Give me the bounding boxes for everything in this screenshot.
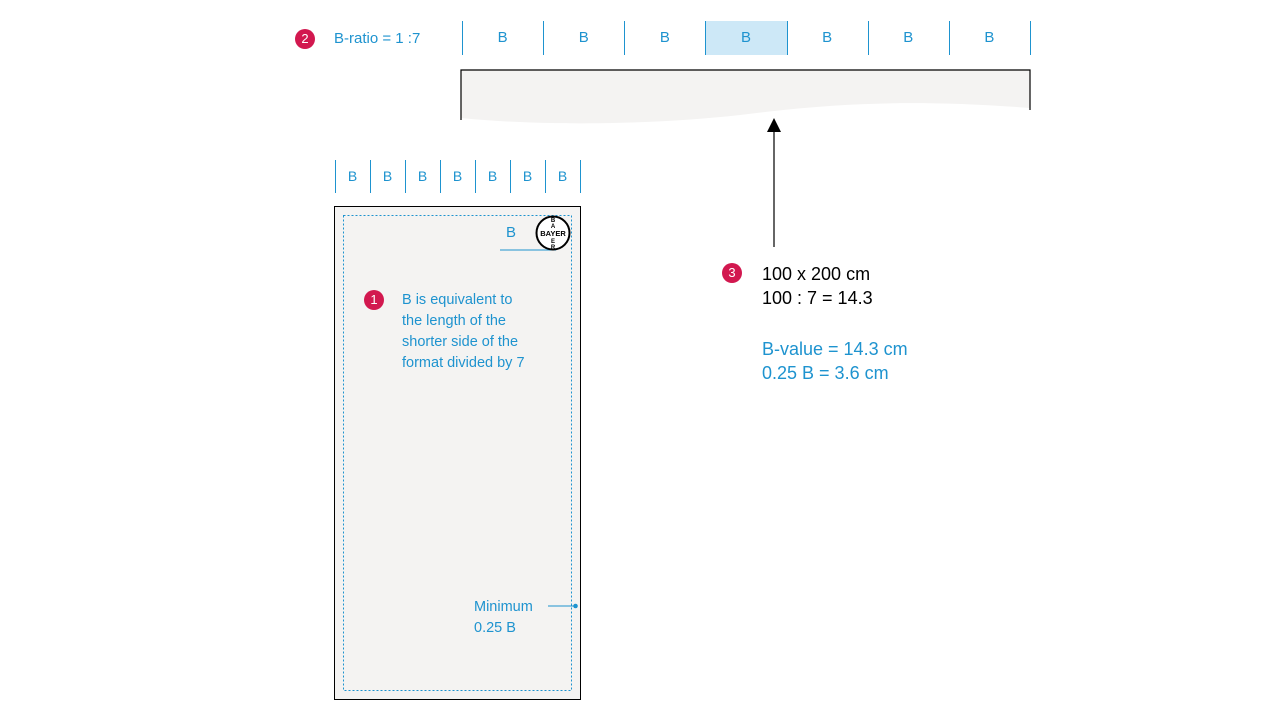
bayer-logo-icon — [535, 215, 571, 251]
note-line: B is equivalent to — [402, 292, 513, 308]
ruler-cell: B — [557, 167, 568, 184]
ruler-cell: B — [740, 29, 751, 46]
ruler-tick — [545, 160, 546, 193]
ruler-cell: B — [903, 29, 914, 46]
ruler-tick — [335, 160, 336, 193]
bayer-logo-text: BAYER B A E R — [536, 216, 570, 251]
ruler-tick — [475, 160, 476, 193]
ruler-tick — [705, 21, 706, 55]
ruler-cell: B — [522, 167, 533, 184]
ruler-tick — [510, 160, 511, 193]
ruler-cell: B — [822, 29, 833, 46]
ruler-tick — [370, 160, 371, 193]
b-ratio-label: B-ratio = 1 :7 — [334, 30, 421, 47]
margin-line: Minimum — [474, 599, 533, 615]
b-definition-note: B is equivalent to the length of the sho… — [402, 290, 525, 374]
badge-1: 1 — [364, 290, 384, 310]
b-value-line: 0.25 B = 3.6 cm — [762, 363, 889, 383]
example-b-values: B-value = 14.3 cm 0.25 B = 3.6 cm — [762, 337, 908, 385]
ruler-cell: B — [659, 29, 670, 46]
minimum-leader-dot — [573, 603, 578, 609]
note-line: shorter side of the — [402, 334, 519, 350]
example-dimensions: 100 x 200 cm 100 : 7 = 14.3 — [762, 262, 873, 310]
note-line: the length of the — [402, 313, 506, 329]
ruler-tick — [543, 21, 544, 55]
ruler-tick — [405, 160, 406, 193]
ruler-tick — [868, 21, 869, 55]
ruler-tick — [787, 21, 788, 55]
minimum-margin-note: Minimum 0.25 B — [474, 597, 533, 639]
bayer-vertical-b: B — [551, 218, 556, 224]
ruler-tick — [949, 21, 950, 55]
corner-b-label: B — [506, 224, 517, 241]
bayer-vertical-e: E — [551, 239, 555, 245]
bayer-horizontal-text: BAYER — [540, 229, 566, 238]
ruler-tick — [440, 160, 441, 193]
arrow-head-icon — [767, 118, 781, 132]
ruler-tick — [462, 21, 463, 55]
ruler-cell: B — [347, 167, 358, 184]
b-value-line: B-value = 14.3 cm — [762, 339, 908, 359]
portrait-safe-area — [343, 215, 572, 691]
note-line: format divided by 7 — [402, 355, 525, 371]
landscape-format-panel — [461, 70, 1030, 124]
bayer-vertical-r: R — [551, 245, 556, 250]
ruler-cell: B — [984, 29, 995, 46]
badge-2: 2 — [295, 29, 315, 49]
ruler-cell: B — [382, 167, 393, 184]
ruler-cell: B — [578, 29, 589, 46]
margin-line: 0.25 B — [474, 620, 516, 636]
ruler-cell: B — [417, 167, 428, 184]
portrait-format-frame — [334, 206, 581, 700]
ruler-highlight — [706, 21, 787, 55]
bayer-vertical-a: A — [551, 224, 556, 230]
ruler-tick — [580, 160, 581, 193]
ruler-tick — [624, 21, 625, 55]
ruler-tick — [1030, 21, 1031, 55]
ruler-cell: B — [487, 167, 498, 184]
landscape-format-outline — [460, 69, 1031, 120]
ruler-cell: B — [497, 29, 508, 46]
ruler-cell: B — [452, 167, 463, 184]
badge-3: 3 — [722, 263, 742, 283]
example-line: 100 x 200 cm — [762, 264, 871, 284]
example-line: 100 : 7 = 14.3 — [762, 288, 873, 308]
